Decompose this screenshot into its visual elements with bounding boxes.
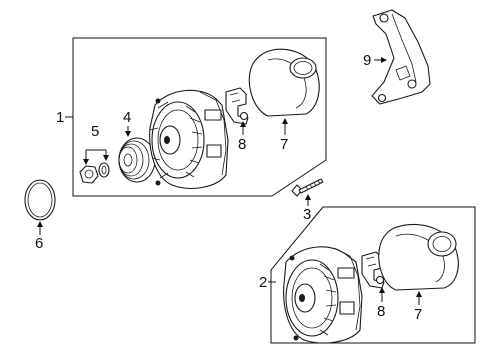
- regulator-upper-part-8[interactable]: [225, 87, 249, 125]
- svg-text:9: 9: [363, 52, 371, 69]
- svg-text:8: 8: [238, 136, 246, 153]
- callout-1: 1: [56, 109, 73, 126]
- svg-text:2: 2: [259, 274, 267, 291]
- alternator-lower-part-2[interactable]: [283, 246, 363, 344]
- alternator-upper-part-1[interactable]: [149, 89, 229, 189]
- svg-text:5: 5: [91, 123, 99, 140]
- bolt-part-3[interactable]: [291, 178, 324, 197]
- svg-text:6: 6: [35, 235, 43, 252]
- callout-7-lower: 7: [414, 291, 422, 323]
- callout-8-lower: 8: [377, 287, 385, 320]
- lower-assembly-frame: [270, 206, 476, 344]
- upper-assembly-frame: [72, 37, 327, 197]
- svg-text:3: 3: [303, 206, 311, 223]
- callout-4: 4: [123, 109, 131, 137]
- callout-5: 5: [83, 123, 109, 165]
- svg-text:7: 7: [414, 306, 422, 323]
- callout-9: 9: [363, 52, 387, 69]
- svg-text:8: 8: [377, 303, 385, 320]
- callout-3: 3: [303, 194, 311, 223]
- nut-part-5[interactable]: [79, 165, 99, 184]
- svg-text:4: 4: [123, 109, 131, 126]
- pulley-part-4[interactable]: [118, 137, 156, 183]
- bracket-part-9[interactable]: [371, 9, 431, 105]
- callout-7-upper: 7: [280, 118, 288, 153]
- svg-text:7: 7: [280, 136, 288, 153]
- cover-upper-part-7[interactable]: [248, 48, 320, 117]
- callout-2: 2: [259, 274, 276, 291]
- svg-text:1: 1: [56, 109, 64, 126]
- belt-ring-part-6[interactable]: [24, 179, 56, 221]
- cover-lower-part-7[interactable]: [378, 223, 459, 291]
- callout-6: 6: [35, 221, 43, 252]
- callout-8-upper: 8: [238, 121, 246, 153]
- washer-part-5[interactable]: [98, 162, 110, 178]
